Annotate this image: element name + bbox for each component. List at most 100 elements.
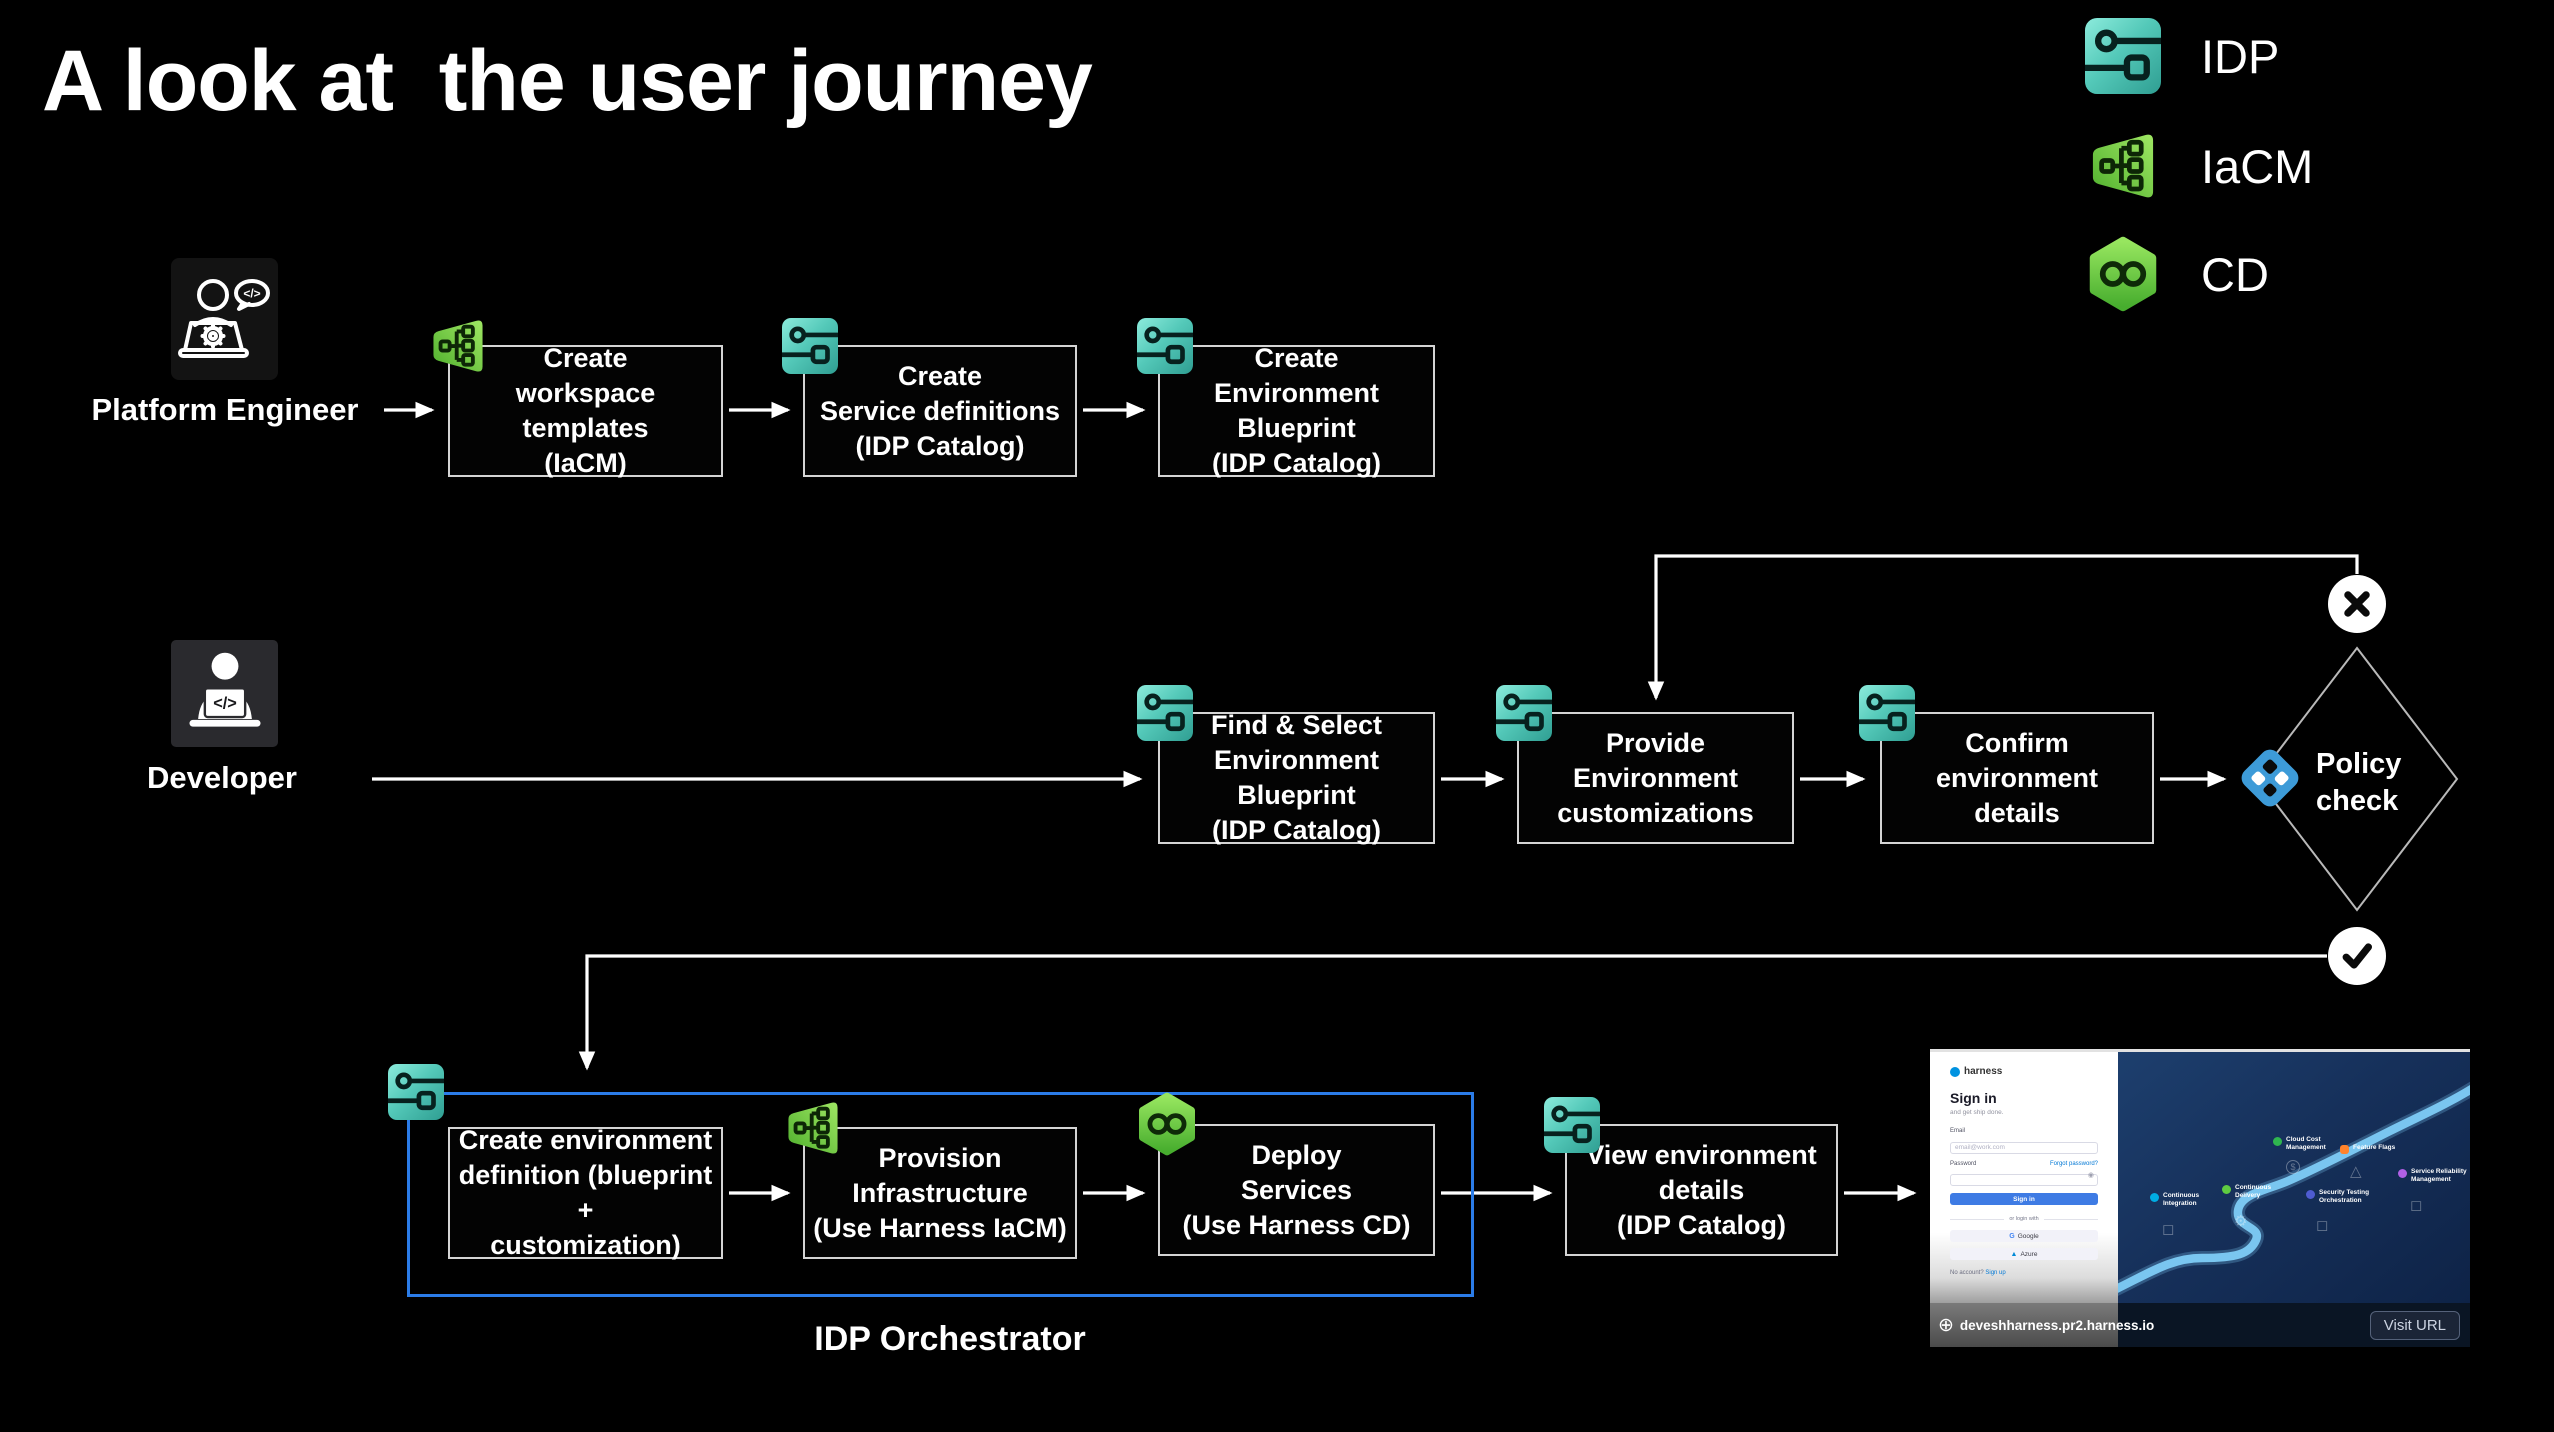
google-icon: G xyxy=(2009,1232,2015,1240)
signin-button[interactable]: Sign in xyxy=(1950,1193,2098,1205)
idp-icon xyxy=(2085,18,2161,94)
harness-browser-preview: harness Sign in and get ship done. Email… xyxy=(1930,1049,2470,1347)
platform-engineer-icon: </> xyxy=(177,279,270,358)
harness-logo-text: harness xyxy=(1964,1066,2003,1077)
visit-url-button[interactable]: Visit URL xyxy=(2369,1311,2460,1340)
module-cd: Continuous Delivery xyxy=(2222,1184,2271,1200)
flow-box-create-service-definitions: Create Service definitions (IDP Catalog) xyxy=(803,345,1077,477)
azure-signin-button[interactable]: ▲ Azure xyxy=(1950,1248,2098,1260)
harness-logo: harness xyxy=(1950,1066,2098,1077)
developer-label: Developer xyxy=(147,760,297,795)
idp-icon xyxy=(1137,685,1193,741)
journey-graphic-panel: Continuous Integration ◻ Continuous Deli… xyxy=(2118,1052,2470,1303)
idp-icon xyxy=(1544,1097,1600,1153)
policy-icon-cell xyxy=(2273,769,2290,787)
password-eye-icon[interactable]: ◉ xyxy=(2087,1171,2094,1179)
cd-icon xyxy=(1135,1092,1199,1161)
module-ccm: Cloud Cost Management xyxy=(2273,1136,2326,1152)
flow-box-confirm-details: Confirm environment details xyxy=(1880,712,2154,844)
signin-divider: or login with xyxy=(1950,1216,2099,1222)
divider-label: or login with xyxy=(2009,1216,2039,1222)
policy-icon-cell xyxy=(2250,769,2267,787)
policy-check-label: Policy check xyxy=(2316,748,2402,817)
flow-box-create-environment-blueprint: Create Environment Blueprint (IDP Catalo… xyxy=(1158,343,1435,478)
ci-ghost-icon: ◻ xyxy=(2162,1221,2175,1238)
ff-module-icon xyxy=(2340,1145,2349,1154)
sto-ghost-icon: ◻ xyxy=(2316,1217,2329,1234)
srm-ghost-icon: ◻ xyxy=(2410,1197,2423,1214)
success-path xyxy=(578,954,2327,1071)
email-label: Email xyxy=(1950,1128,1966,1134)
idp-icon xyxy=(782,318,838,374)
password-label: Password xyxy=(1950,1160,1977,1167)
idp-orchestrator-container xyxy=(407,1092,1474,1297)
legend-item-cd: CD xyxy=(2085,226,2269,322)
iacm-icon xyxy=(427,315,489,382)
flow-box-provide-customizations: Provide Environment customizations xyxy=(1517,712,1794,844)
signin-subheading: and get ship done. xyxy=(1950,1109,2004,1116)
module-ff: Feature Flags xyxy=(2340,1144,2395,1154)
iacm-icon xyxy=(782,1097,844,1164)
platform-engineer-label: Platform Engineer xyxy=(91,392,359,427)
ccm-ghost-icon: $ xyxy=(2286,1160,2300,1174)
idp-orchestrator-label: IDP Orchestrator xyxy=(814,1320,1086,1358)
google-button-label: Google xyxy=(2017,1232,2039,1240)
email-field[interactable] xyxy=(1950,1141,2098,1154)
ff-ghost-icon: △ xyxy=(2350,1163,2362,1180)
policy-fail-badge xyxy=(2328,575,2386,633)
svg-text:</>: </> xyxy=(243,287,260,301)
ci-module-icon xyxy=(2150,1193,2159,1202)
harness-logo-icon xyxy=(1950,1066,1960,1077)
svg-text:</>: </> xyxy=(213,694,237,712)
policy-icon-cell xyxy=(2261,758,2279,775)
sto-module-icon xyxy=(2306,1190,2315,1199)
check-icon xyxy=(2342,943,2372,969)
developer-avatar: </> xyxy=(171,640,278,747)
fail-loop-path xyxy=(1647,554,2359,701)
legend-label-cd: CD xyxy=(2201,247,2269,301)
platform-engineer-avatar: </> xyxy=(171,258,278,380)
forgot-password-link[interactable]: Forgot password? xyxy=(2049,1160,2098,1167)
preview-url: deveshharness.pr2.harness.io xyxy=(1959,1317,2155,1333)
google-signin-button[interactable]: G Google xyxy=(1950,1230,2098,1242)
signup-link[interactable]: Sign up xyxy=(1985,1270,2006,1276)
flow-box-deploy-services: Deploy Services (Use Harness CD) xyxy=(1158,1124,1435,1256)
url-chip: ⊕ deveshharness.pr2.harness.io xyxy=(1930,1303,2154,1347)
flow-box-create-workspace-templates: Create workspace templates (IaCM) xyxy=(448,343,723,478)
legend-item-iacm: IaCM xyxy=(2085,118,2313,214)
legend-item-idp: IDP xyxy=(2085,16,2279,96)
srm-module-icon xyxy=(2398,1169,2407,1178)
legend-label-iacm: IaCM xyxy=(2201,139,2314,193)
legend-label-idp: IDP xyxy=(2201,29,2280,83)
idp-icon xyxy=(1496,685,1552,741)
idp-icon xyxy=(388,1064,444,1120)
module-sto: Security Testing Orchestration xyxy=(2306,1189,2369,1205)
x-icon xyxy=(2344,591,2370,617)
flow-box-provision-infrastructure: Provision Infrastructure (Use Harness Ia… xyxy=(803,1127,1077,1259)
idp-icon xyxy=(1137,318,1193,374)
cd-module-icon xyxy=(2222,1185,2231,1194)
idp-icon xyxy=(1859,685,1915,741)
azure-icon: ▲ xyxy=(2010,1250,2018,1258)
cd-icon xyxy=(2085,229,2161,319)
signin-heading: Sign in xyxy=(1950,1090,1997,1106)
journey-road xyxy=(2118,1081,2470,1296)
flow-box-find-select-blueprint: Find & Select Environment Blueprint (IDP… xyxy=(1158,710,1435,845)
preview-url-bar: ⊕ deveshharness.pr2.harness.io Visit URL xyxy=(1930,1303,2470,1347)
ccm-module-icon xyxy=(2273,1137,2282,1146)
module-ci: Continuous Integration xyxy=(2150,1192,2199,1208)
policy-diamond xyxy=(2255,646,2459,912)
developer-icon: </> xyxy=(188,652,261,727)
azure-button-label: Azure xyxy=(2020,1250,2038,1258)
policy-pass-badge xyxy=(2328,927,2386,985)
page-title: A look at the user journey xyxy=(42,33,1093,129)
iacm-icon xyxy=(2085,123,2161,209)
module-srm: Service Reliability Management xyxy=(2398,1168,2467,1184)
flow-box-view-env-details: View environment details (IDP Catalog) xyxy=(1565,1124,1838,1256)
password-field[interactable] xyxy=(1950,1174,2098,1186)
policy-icon-cell xyxy=(2261,781,2279,798)
flow-box-create-env-definition: Create environment definition (blueprint… xyxy=(448,1125,723,1260)
no-account-text: No account? Sign up xyxy=(1950,1270,2006,1276)
